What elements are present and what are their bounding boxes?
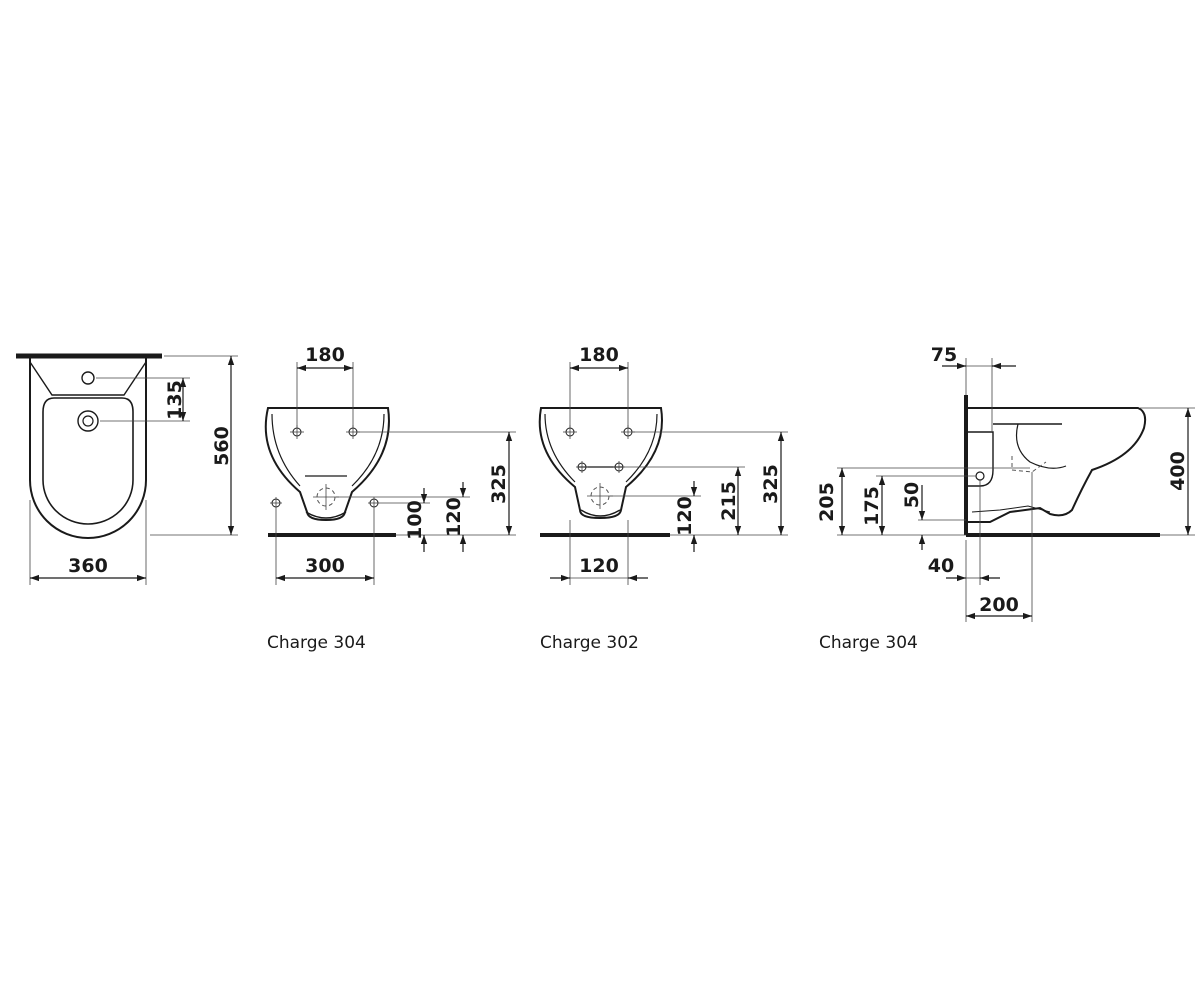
side-view: 75 400 205 175 50 40 200 Charge 304 [816, 344, 1195, 653]
outlet [313, 484, 339, 510]
outlet [587, 483, 613, 509]
dim-hole-spacing-a: 180 [305, 344, 345, 366]
bowl-outline [42, 397, 134, 525]
dim-supply-height-a: 100 [404, 500, 426, 540]
dim-supply-height: 205 [816, 482, 838, 522]
bidet-front [538, 407, 663, 520]
bidet-side [968, 407, 1147, 523]
dim-supply-height-inner: 175 [861, 486, 883, 526]
caption-b: Charge 302 [540, 633, 639, 653]
dim-top-offset: 75 [931, 344, 957, 366]
dim-supply-spacing-a: 300 [305, 555, 345, 577]
drain-outer [77, 410, 99, 432]
caption-side: Charge 304 [819, 633, 918, 653]
front-view-a: 180 325 120 100 300 Charge 304 [264, 344, 516, 653]
dim-width: 360 [68, 555, 108, 577]
supply-right [368, 497, 380, 509]
dim-length: 560 [211, 426, 233, 466]
drain-inner [82, 415, 94, 427]
dim-mount-height-b: 325 [760, 464, 782, 504]
dim-outlet-height-a: 120 [443, 497, 465, 537]
tap-hole [81, 371, 95, 385]
dim-wall-offset: 40 [928, 555, 954, 577]
lower-hole-right [613, 461, 625, 473]
dim-outlet-height-b: 120 [674, 496, 696, 536]
dim-bottom-spacing-b: 120 [579, 555, 619, 577]
mount-block [968, 431, 994, 487]
hidden-outlet [1011, 456, 1047, 473]
dim-lower-holes-height: 215 [718, 481, 740, 521]
top-view: 135 560 360 [16, 353, 238, 585]
bidet-front [264, 407, 390, 522]
bidet-outline [29, 358, 147, 539]
dim-hole-offset: 135 [164, 380, 186, 420]
dim-mount-height-a: 325 [488, 464, 510, 504]
deck-edge [29, 361, 147, 396]
dim-hole-spacing-b: 180 [579, 344, 619, 366]
caption-a: Charge 304 [267, 633, 366, 653]
lower-hole-left [576, 461, 588, 473]
supply-hole [975, 471, 985, 481]
supply-left [270, 497, 282, 509]
dim-projection: 200 [979, 594, 1019, 616]
dim-outlet-drop: 50 [901, 482, 923, 508]
dim-total-height: 400 [1167, 451, 1189, 491]
front-view-b: 180 325 215 120 120 Charge 302 [538, 344, 788, 653]
